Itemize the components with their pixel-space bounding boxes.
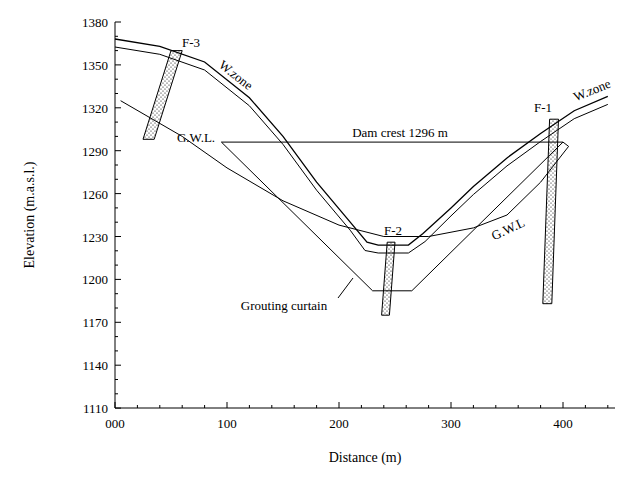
tick-mark [115,179,118,180]
fault-zone [543,119,559,304]
grouting-curtain [221,142,568,291]
tick-label: 1290 [82,144,108,157]
fault-zone [143,51,182,140]
tick-label: 000 [105,417,125,430]
tick-mark [339,402,340,408]
tick-label: 1230 [82,230,108,243]
tick-mark [115,207,118,208]
leader-line [338,278,353,298]
fault-label: F-3 [182,36,200,49]
tick-label: 1350 [82,58,108,71]
tick-label: 400 [553,417,573,430]
tick-label: 1170 [82,316,108,329]
tick-mark [495,405,496,408]
tick-mark [115,293,118,294]
fault-label: F-2 [384,224,402,237]
tick-mark [361,405,362,408]
tick-mark [607,405,608,408]
tick-mark [451,402,452,408]
tick-mark [115,250,118,251]
tick-mark [316,405,317,408]
axis-title: Distance (m) [329,451,402,465]
tick-mark [115,222,118,223]
tick-mark [137,405,138,408]
y-axis [115,22,116,408]
tick-mark [182,405,183,408]
tick-label: 1200 [82,273,108,286]
tick-mark [115,350,118,351]
tick-mark [383,405,384,408]
tick-label: 200 [329,417,349,430]
tick-mark [115,79,118,80]
tick-mark [294,405,295,408]
tick-mark [518,405,519,408]
fault-zone [382,242,395,315]
tick-mark [115,36,118,37]
tick-mark [115,64,121,65]
curtain-label: Grouting curtain [241,299,327,312]
groundwater-line [121,101,569,237]
tick-mark [115,379,118,380]
tick-mark [227,402,228,408]
tick-mark [249,405,250,408]
tick-mark [115,22,121,23]
tick-mark [428,405,429,408]
tick-mark [115,122,118,123]
tick-mark [115,150,121,151]
weathered-zone-base [115,47,608,253]
water-level-label: G.W.L. [177,131,215,144]
tick-mark [563,402,564,408]
tick-mark [115,336,118,337]
tick-mark [115,236,121,237]
tick-mark [115,136,118,137]
zone-label: W.zone [572,77,613,104]
tick-mark [115,165,118,166]
dam-crest-line [221,142,563,143]
tick-mark [271,405,272,408]
tick-mark [540,405,541,408]
tick-mark [115,308,118,309]
tick-mark [115,50,118,51]
crest-label: Dam crest 1296 m [352,126,448,139]
tick-label: 1260 [82,187,108,200]
x-axis [115,408,615,409]
tick-mark [115,279,121,280]
fault-label: F-1 [534,101,552,114]
tick-mark [115,107,121,108]
tick-label: 1110 [83,402,108,415]
tick-mark [115,193,121,194]
tick-mark [115,393,118,394]
tick-mark [115,322,121,323]
tick-label: 1140 [82,359,108,372]
tick-mark [159,405,160,408]
tick-mark [473,405,474,408]
tick-label: 1380 [82,16,108,29]
tick-mark [585,405,586,408]
tick-mark [115,365,121,366]
tick-label: 1320 [82,101,108,114]
tick-mark [204,405,205,408]
tick-label: 300 [441,417,461,430]
tick-mark [115,402,116,408]
tick-label: 100 [217,417,237,430]
axis-title: Elevation (m.a.s.l.) [23,162,37,269]
tick-mark [115,93,118,94]
tick-mark [115,408,121,409]
tick-mark [406,405,407,408]
axis-ticks [115,22,608,408]
ground-surface [115,39,608,245]
tick-mark [115,265,118,266]
